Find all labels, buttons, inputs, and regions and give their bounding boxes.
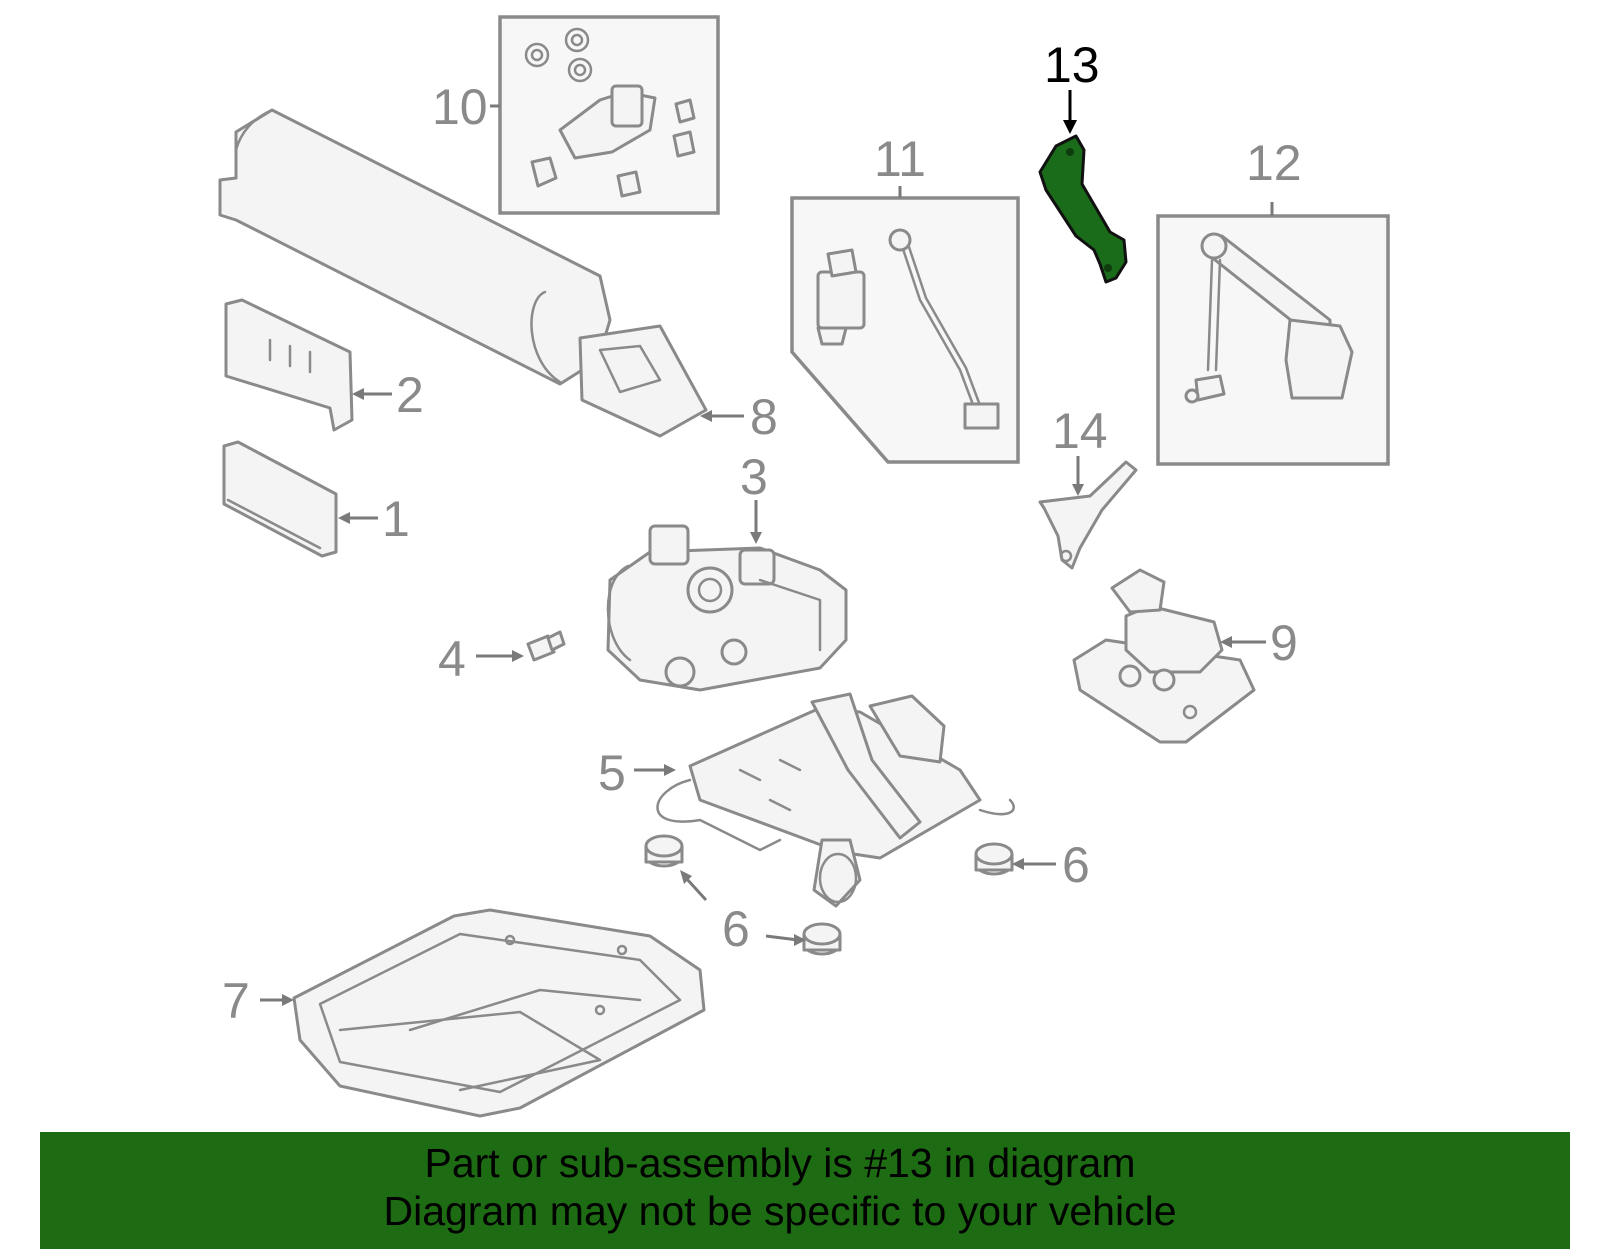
callout-13: 13 xyxy=(1044,37,1100,93)
callout-14: 14 xyxy=(1052,403,1108,459)
part-12-height-sensor xyxy=(1156,214,1390,466)
part-13-sensor-bracket-highlighted xyxy=(1038,134,1128,284)
part-7-tray xyxy=(292,908,706,1118)
callout-4: 4 xyxy=(438,631,466,687)
part-4-fitting xyxy=(526,630,566,662)
part-5-carrier-frame xyxy=(656,692,1015,908)
banner-line-disclaimer: Diagram may not be specific to your vehi… xyxy=(383,1188,1177,1234)
callout-8: 8 xyxy=(750,389,778,445)
part-8-air-reservoir xyxy=(218,108,708,438)
callout-1: 1 xyxy=(382,491,410,547)
callout-10: 10 xyxy=(432,79,488,135)
part-2-bracket xyxy=(224,298,354,432)
callout-9: 9 xyxy=(1270,615,1298,671)
part-3-air-compressor xyxy=(606,524,848,692)
callout-3: 3 xyxy=(740,449,768,505)
callout-11: 11 xyxy=(874,131,926,187)
part-6-isolator-bottom xyxy=(802,922,842,956)
part-info-banner: Part or sub-assembly is #13 in diagram D… xyxy=(40,1132,1570,1249)
part-6-isolator-left xyxy=(644,834,684,868)
part-14-bracket xyxy=(1038,460,1138,570)
callout-7: 7 xyxy=(222,973,250,1029)
part-9-mount xyxy=(1072,568,1256,744)
part-11-height-sensor-kit xyxy=(790,196,1020,464)
callout-6-right: 6 xyxy=(1062,837,1090,893)
callout-12: 12 xyxy=(1246,135,1302,191)
banner-line-part-number: Part or sub-assembly is #13 in diagram xyxy=(424,1140,1136,1186)
callout-6-bottom: 6 xyxy=(722,901,750,957)
callout-2: 2 xyxy=(396,367,424,423)
callout-5: 5 xyxy=(598,745,626,801)
part-1-cover xyxy=(222,440,338,558)
part-6-isolator-right xyxy=(974,842,1014,876)
part-10-valve-kit xyxy=(498,15,720,215)
